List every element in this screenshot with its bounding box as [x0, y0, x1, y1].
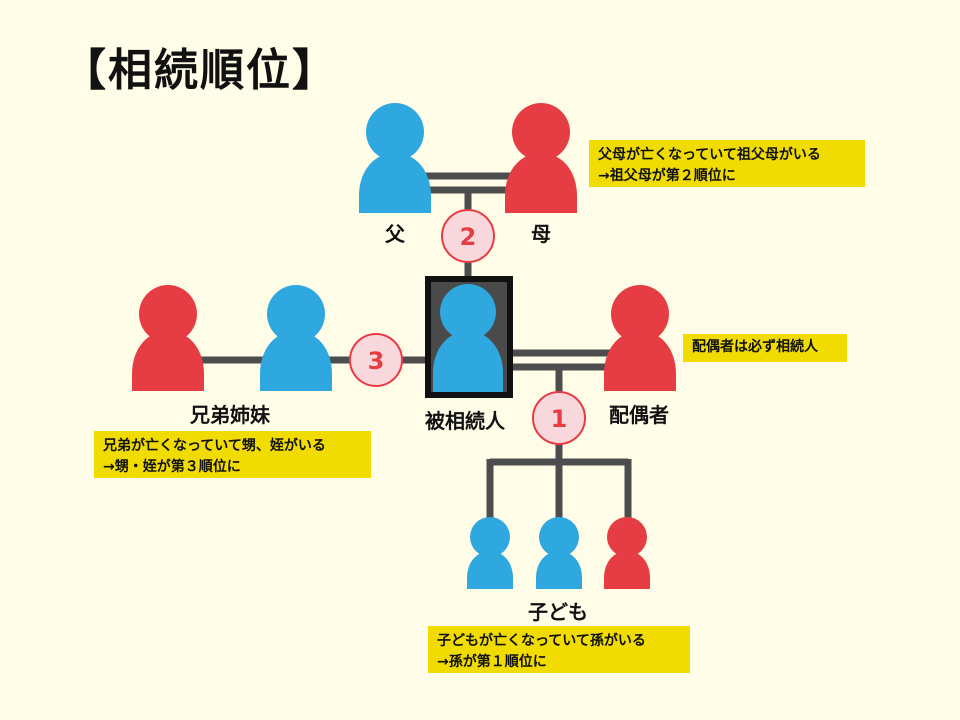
- children-label: 子ども: [528, 600, 588, 624]
- mother-label: 母: [531, 222, 551, 246]
- siblings-label: 兄弟姉妹: [190, 403, 270, 427]
- children-note-line1: 子どもが亡くなっていて孫がいる: [437, 633, 646, 649]
- rank-3-badge: 3: [349, 333, 403, 387]
- spouse-label: 配偶者: [609, 403, 669, 427]
- rank-2-badge: 2: [441, 209, 495, 263]
- rank-3-text: 3: [368, 347, 385, 375]
- parents-note: 父母が亡くなっていて祖父母がいる →祖父母が第２順位に: [589, 140, 865, 187]
- rank-2-text: 2: [460, 223, 477, 251]
- spouse-icon: [604, 285, 676, 391]
- father-label: 父: [385, 222, 405, 246]
- parents-note-line2: →祖父母が第２順位に: [598, 168, 736, 184]
- page-title: 【相続順位】: [62, 45, 338, 96]
- sibling-female-icon: [132, 285, 204, 391]
- child-male-icon-1: [467, 517, 513, 589]
- sibling-male-icon: [260, 285, 332, 391]
- mother-icon: [505, 103, 577, 213]
- siblings-note-line2: →甥・姪が第３順位に: [103, 459, 241, 475]
- father-icon: [359, 103, 431, 213]
- children-note-line2: →孫が第１順位に: [437, 654, 547, 670]
- siblings-note-line1: 兄弟が亡くなっていて甥、姪がいる: [103, 438, 326, 454]
- child-female-icon: [604, 517, 650, 589]
- child-male-icon-2: [536, 517, 582, 589]
- spouse-note: 配偶者は必ず相続人: [683, 334, 847, 362]
- children-note: 子どもが亡くなっていて孫がいる →孫が第１順位に: [428, 626, 690, 673]
- spouse-note-line1: 配偶者は必ず相続人: [692, 339, 818, 355]
- rank-1-badge: 1: [532, 391, 586, 445]
- siblings-note: 兄弟が亡くなっていて甥、姪がいる →甥・姪が第３順位に: [94, 431, 371, 478]
- deceased-portrait-icon: [425, 276, 513, 398]
- parents-note-line1: 父母が亡くなっていて祖父母がいる: [598, 147, 821, 163]
- deceased-label: 被相続人: [425, 409, 505, 433]
- rank-1-text: 1: [551, 405, 568, 433]
